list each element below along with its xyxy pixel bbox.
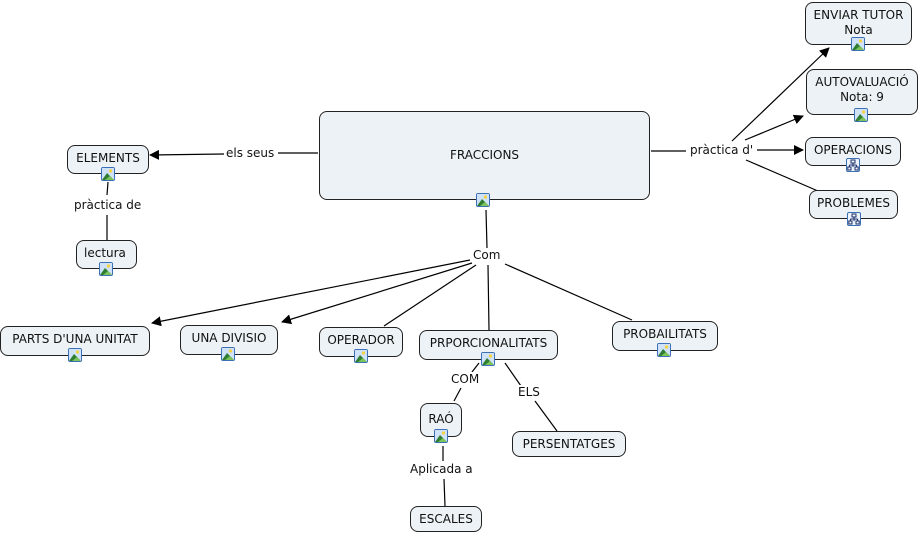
node-label: PROBLEMES bbox=[816, 196, 891, 210]
node-label: RAÓ bbox=[428, 412, 454, 426]
line-to-probailitats bbox=[504, 263, 633, 321]
link-label-aplicada-a: Aplicada a bbox=[408, 462, 475, 476]
node-escales[interactable]: ESCALES bbox=[410, 506, 482, 532]
image-icon[interactable] bbox=[99, 262, 113, 276]
line-com-rao bbox=[453, 387, 462, 402]
image-icon[interactable] bbox=[854, 108, 868, 122]
node-label: PROBAILITATS bbox=[623, 327, 707, 341]
link-label-com: Com bbox=[471, 248, 503, 262]
line-to-problemes bbox=[745, 159, 819, 192]
link-label-com-upper: COM bbox=[449, 372, 482, 386]
image-icon[interactable] bbox=[101, 167, 115, 181]
node-label: lectura bbox=[84, 246, 126, 260]
link-label-practica-de: pràctica de bbox=[72, 198, 144, 212]
node-label: FRACCIONS bbox=[449, 148, 520, 162]
image-icon[interactable] bbox=[221, 347, 235, 361]
image-icon[interactable] bbox=[434, 429, 448, 443]
node-label: ELEMENTS bbox=[76, 151, 140, 165]
node-enviar-tutor[interactable]: ENVIAR TUTOR Nota bbox=[805, 2, 912, 45]
node-label: ESCALES bbox=[419, 512, 473, 526]
line-aplicada-escales bbox=[443, 478, 446, 507]
node-label: PERSENTATGES bbox=[522, 437, 616, 451]
image-icon[interactable] bbox=[68, 348, 82, 362]
node-parts-duna-unitat[interactable]: PARTS D'UNA UNITAT bbox=[0, 326, 150, 356]
link-label-els-seus: els seus bbox=[224, 146, 277, 160]
image-icon[interactable] bbox=[481, 352, 495, 366]
arrow-to-autovaluacio bbox=[744, 114, 804, 141]
line-elements-practica bbox=[106, 181, 109, 196]
submap-icon[interactable] bbox=[846, 158, 860, 172]
line-els-persentatges bbox=[534, 400, 558, 432]
node-label: PRPORCIONALITATS bbox=[429, 336, 548, 350]
link-label-els: ELS bbox=[516, 385, 542, 399]
line-prpor-com bbox=[471, 362, 480, 373]
link-label-practica-d: pràctica d' bbox=[688, 143, 756, 157]
node-label: OPERACIONS bbox=[813, 143, 893, 157]
arrow-to-elements bbox=[149, 149, 225, 160]
node-label-line2: Nota bbox=[844, 23, 873, 37]
node-label-line1: AUTOVALUACIÓ bbox=[815, 75, 909, 89]
line-fraccions-com bbox=[485, 209, 488, 249]
arrow-to-una-divisio bbox=[281, 262, 473, 325]
node-label-line2: Nota: 9 bbox=[840, 90, 884, 104]
node-label: PARTS D'UNA UNITAT bbox=[12, 332, 138, 346]
line-to-operador bbox=[383, 264, 477, 327]
image-icon[interactable] bbox=[476, 193, 490, 207]
node-autovaluacio[interactable]: AUTOVALUACIÓ Nota: 9 bbox=[806, 69, 918, 115]
node-label: OPERADOR bbox=[327, 333, 395, 347]
image-icon[interactable] bbox=[657, 343, 671, 357]
submap-icon[interactable] bbox=[847, 212, 861, 226]
image-icon[interactable] bbox=[851, 37, 865, 51]
node-persentatges[interactable]: PERSENTATGES bbox=[512, 431, 626, 457]
node-fraccions[interactable]: FRACCIONS bbox=[319, 111, 650, 200]
arrow-to-enviar bbox=[731, 47, 830, 142]
line-prpor-els bbox=[504, 362, 522, 387]
image-icon[interactable] bbox=[354, 349, 368, 363]
arrow-to-parts bbox=[151, 259, 471, 327]
node-label: UNA DIVISIO bbox=[191, 331, 267, 345]
line-to-prporcionalitats bbox=[487, 264, 490, 331]
node-label-line1: ENVIAR TUTOR bbox=[813, 8, 904, 22]
